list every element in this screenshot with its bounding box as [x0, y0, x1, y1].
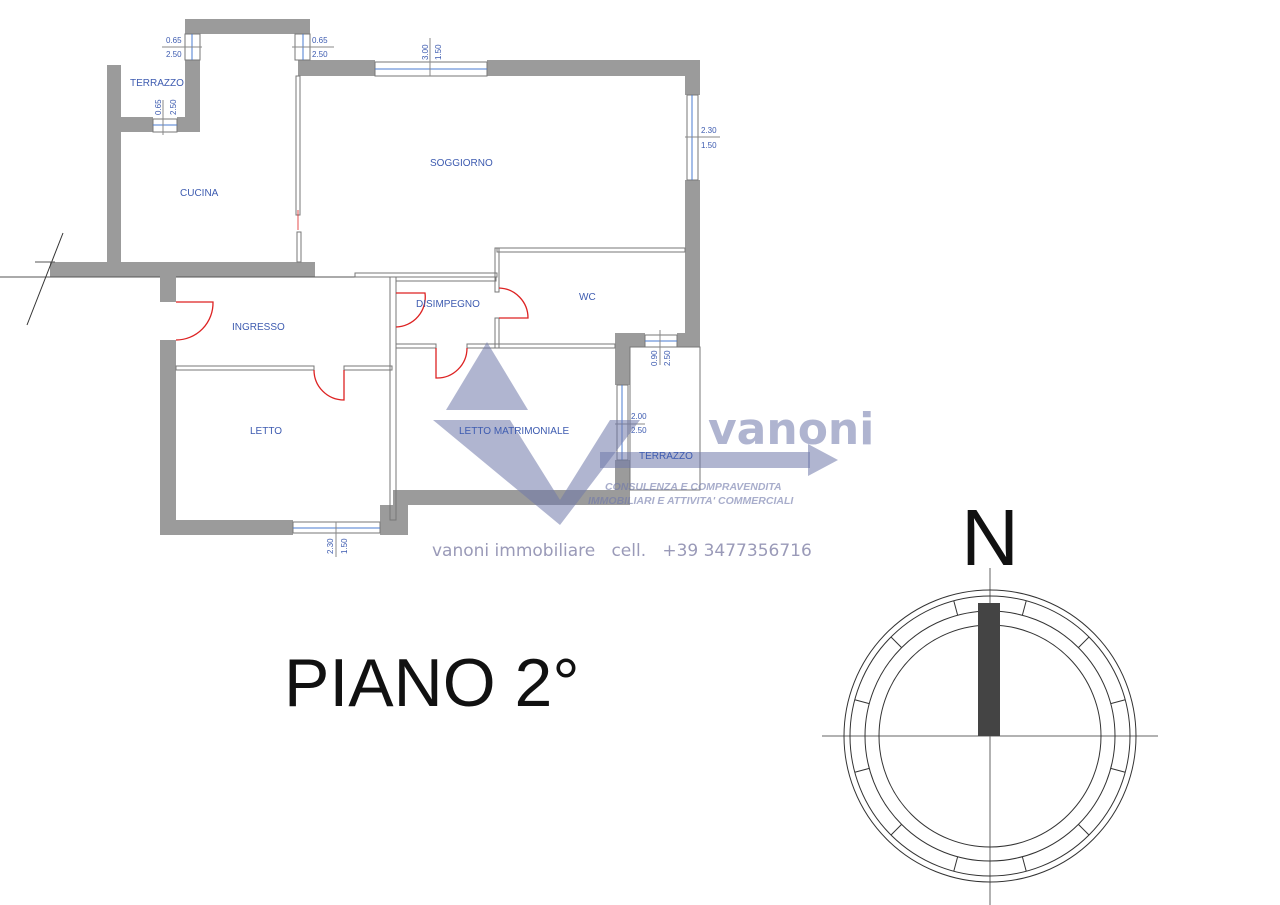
brand-logo-text: vanoni — [708, 404, 874, 455]
room-label: LETTO — [250, 426, 282, 437]
dim-text: 2.50 — [166, 50, 182, 59]
brand-tagline: CONSULENZA E COMPRAVENDITA — [605, 481, 782, 493]
contact-text: vanoni immobiliare cell. +39 3477356716 — [432, 541, 812, 561]
dim-text: 0.65 — [166, 36, 182, 45]
dim-text: 2.30 — [326, 538, 335, 554]
partitions — [0, 33, 701, 534]
north-label: N — [961, 493, 1019, 582]
dim-text: 1.50 — [340, 538, 349, 554]
compass-tick — [1078, 636, 1090, 648]
north-needle — [978, 603, 1000, 736]
room-label: LETTO MATRIMONIALE — [459, 426, 570, 437]
compass-tick — [854, 767, 870, 773]
dim-text: 2.50 — [631, 426, 647, 435]
dim-text: 2.00 — [631, 412, 647, 421]
dim-text: 2.50 — [169, 99, 178, 115]
room-label: SOGGIORNO — [430, 158, 493, 169]
room-label: WC — [579, 292, 596, 303]
compass-tick — [1078, 824, 1090, 836]
dim-text: 2.50 — [663, 350, 672, 366]
doors — [175, 287, 529, 401]
dimension-labels: 0.65 2.50 0.65 2.50 0.65 2.50 3.00 1.50 … — [154, 36, 717, 554]
dim-text: 1.50 — [434, 44, 443, 60]
watermark-logo: vanoni CONSULENZA E COMPRAVENDITA IMMOBI… — [432, 342, 874, 561]
room-label: INGRESSO — [232, 322, 285, 333]
room-label: TERRAZZO — [639, 451, 693, 462]
brand-tagline: IMMOBILIARI E ATTIVITA' COMMERCIALI — [588, 495, 794, 507]
dim-text: 2.50 — [312, 50, 328, 59]
room-label: DISIMPEGNO — [416, 299, 480, 310]
room-labels: TERRAZZO CUCINA SOGGIORNO INGRESSO DISIM… — [130, 78, 693, 462]
dim-text: 0.65 — [154, 99, 163, 115]
compass-tick — [1110, 699, 1126, 705]
compass-tick — [890, 636, 902, 648]
dim-text: 3.00 — [421, 44, 430, 60]
dimension-lines — [153, 34, 720, 557]
dim-text: 1.50 — [701, 141, 717, 150]
compass-tick — [890, 824, 902, 836]
dim-text: 0.90 — [650, 350, 659, 366]
compass-tick — [953, 600, 959, 616]
compass-tick — [854, 699, 870, 705]
floor-title: PIANO 2° — [284, 645, 580, 721]
dim-text: 0.65 — [312, 36, 328, 45]
dim-text: 2.30 — [701, 126, 717, 135]
room-label: TERRAZZO — [130, 78, 184, 89]
compass-tick — [1021, 600, 1027, 616]
compass-tick — [953, 856, 959, 872]
room-label: CUCINA — [180, 188, 219, 199]
compass-tick — [1021, 856, 1027, 872]
north-compass: N — [822, 493, 1158, 905]
compass-tick — [1110, 767, 1126, 773]
